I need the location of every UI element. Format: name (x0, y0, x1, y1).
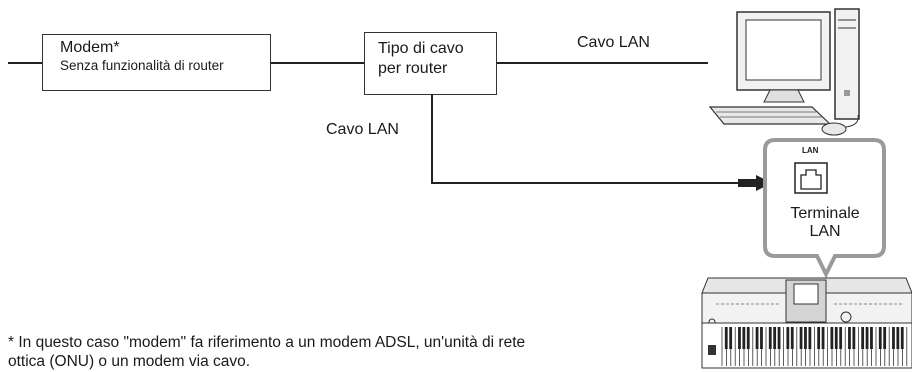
terminal-label-line-1: Terminale (790, 205, 860, 222)
modem-subtitle: Senza funzionalità di router (60, 58, 224, 73)
modem-box: Modem* Senza funzionalità di router (42, 34, 271, 91)
black-key (861, 327, 865, 349)
footnote-line-2: ottica (ONU) o un modem via cavo. (8, 353, 251, 370)
keyboard-instrument-icon (701, 277, 912, 369)
black-key (742, 327, 746, 349)
black-key (839, 327, 843, 349)
cable-label-top: Cavo LAN (577, 34, 650, 51)
black-key (729, 327, 733, 349)
black-key (804, 327, 807, 349)
black-key (878, 327, 882, 349)
router-box: Tipo di cavo per router (364, 32, 497, 95)
black-key (883, 327, 887, 349)
black-key (870, 327, 873, 349)
modem-title: Modem* (60, 39, 120, 56)
router-instrument-line (431, 95, 740, 184)
black-key (834, 327, 838, 349)
black-key (773, 327, 777, 349)
router-line-2: per router (378, 60, 448, 77)
black-key (738, 327, 741, 349)
black-key (848, 327, 851, 349)
black-key (786, 327, 790, 349)
black-key (808, 327, 812, 349)
computer-icon (708, 8, 860, 136)
black-key (777, 327, 781, 349)
terminal-label-line-2: LAN (809, 223, 841, 240)
black-key (817, 327, 821, 349)
black-key (821, 327, 825, 349)
black-key (799, 327, 803, 349)
black-key (760, 327, 763, 349)
black-key (790, 327, 794, 349)
black-key (724, 327, 728, 349)
black-key (896, 327, 900, 349)
lan-port-label: LAN (802, 146, 819, 155)
router-line-1: Tipo di cavo (378, 40, 464, 57)
black-key (865, 327, 869, 349)
lan-port-icon (794, 162, 828, 194)
black-key (830, 327, 834, 349)
black-key (892, 327, 895, 349)
black-key (768, 327, 772, 349)
black-key (900, 327, 904, 349)
footnote-line-1: * In questo caso "modem" fa riferimento … (8, 334, 526, 351)
black-key (755, 327, 759, 349)
cable-label-left: Cavo LAN (326, 121, 399, 138)
black-key (746, 327, 750, 349)
black-key (852, 327, 856, 349)
